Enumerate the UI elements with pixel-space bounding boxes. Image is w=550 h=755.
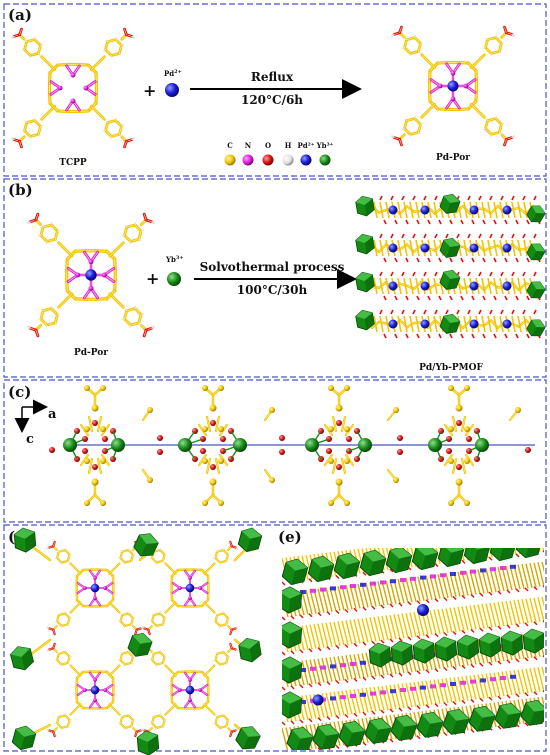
panel-c-letter: (c)	[8, 383, 31, 401]
yb-ion-sphere	[167, 272, 181, 286]
pd-por-molecule-b	[26, 212, 156, 338]
pd-ion-sphere	[165, 83, 179, 97]
framework-view-d	[9, 527, 263, 755]
legend-sphere-3	[282, 154, 294, 166]
atom-legend: C N O H Pd²⁺Yb³⁺	[224, 141, 334, 166]
panel-e-letter: (e)	[278, 528, 302, 546]
legend-label-2: O	[265, 141, 271, 150]
plus-sign-a: +	[143, 81, 156, 100]
pd-por-label-b: Pd-Por	[74, 348, 108, 358]
yb-chain	[49, 385, 535, 506]
panel-a-letter: (a)	[8, 6, 32, 24]
panel-b-frame	[3, 178, 547, 378]
tcpp-label: TCPP	[59, 158, 87, 168]
condition-reflux: Reflux	[251, 70, 294, 84]
tcpp-molecule	[10, 27, 136, 149]
pmof-label: Pd/Yb-PMOF	[419, 363, 483, 373]
legend-label-3: H	[285, 141, 292, 150]
condition-temp-b: 100°C/30h	[237, 283, 308, 297]
panel-frames	[3, 3, 547, 752]
legend-sphere-4	[300, 154, 312, 166]
panel-b-letter: (b)	[8, 181, 33, 199]
legend-label-0: C	[227, 141, 233, 150]
axis-c-label: c	[26, 432, 34, 447]
axis-a-label: a	[48, 407, 57, 422]
axis-indicator: a c	[14, 399, 57, 447]
pmof-layer-stack	[355, 193, 546, 339]
condition-temp-a: 120°C/6h	[241, 93, 303, 107]
plus-sign-b: +	[146, 269, 159, 288]
yb-ion-label: Yb3+	[165, 255, 184, 264]
legend-sphere-2	[262, 154, 274, 166]
framework-view-e	[282, 548, 544, 750]
legend-sphere-0	[224, 154, 236, 166]
panel-a-frame	[3, 3, 547, 177]
panel-c-frame	[3, 379, 547, 523]
pd-por-label-a: Pd-Por	[436, 153, 470, 163]
legend-label-4: Pd²⁺	[298, 141, 315, 150]
pd-por-molecule	[390, 25, 516, 147]
legend-sphere-1	[242, 154, 254, 166]
panel-de-frame	[3, 524, 547, 752]
legend-label-5: Yb³⁺	[316, 141, 334, 150]
legend-sphere-5	[319, 154, 331, 166]
legend-label-1: N	[245, 141, 252, 150]
pd-ion-label: Pd2+	[164, 69, 182, 78]
condition-solvothermal: Solvothermal process	[200, 260, 345, 274]
